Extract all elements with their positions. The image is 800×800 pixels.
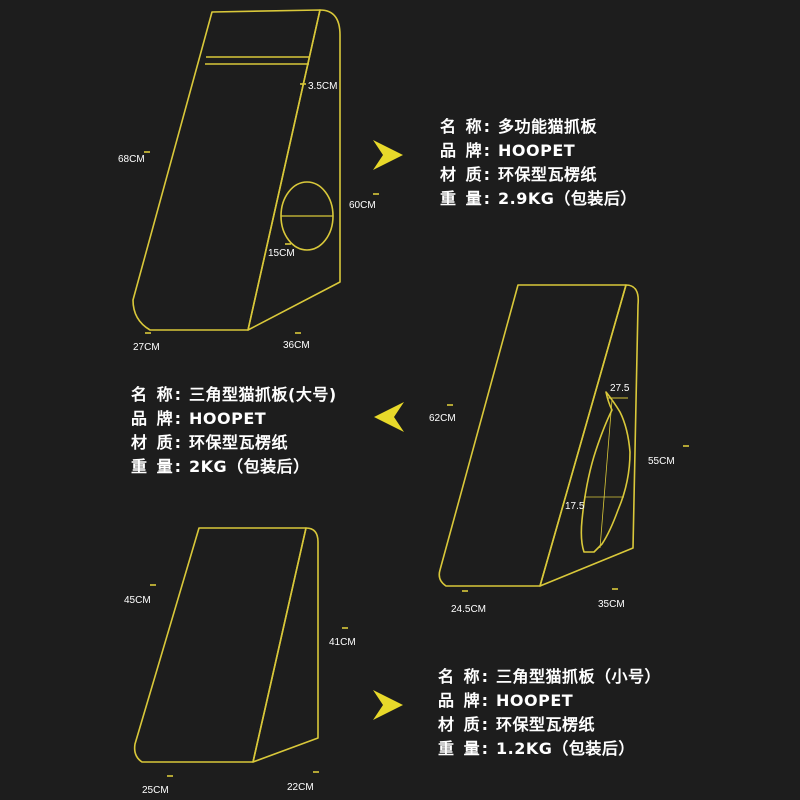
product2-height-left-label: 62CM [429, 413, 456, 424]
arrow-right-icon [373, 140, 403, 170]
product3-front-face [133, 527, 307, 763]
product1-height-left-label: 68CM [118, 154, 145, 165]
product2-dimension-ticks [447, 404, 689, 592]
spec-row-name: 名 称:三角型猫抓板（小号） [438, 667, 662, 686]
product1-top-band-label: 3.5CM [308, 81, 337, 92]
spec-row-weight: 重 量:2KG（包装后） [131, 457, 310, 476]
spec-row-brand: 品 牌:HOOPET [440, 141, 576, 160]
spec-row-material: 材 质:环保型瓦楞纸 [131, 433, 289, 452]
product1-height-right-label: 60CM [349, 200, 376, 211]
product2-fish-cutout [580, 391, 631, 553]
product1-hole-label: 15CM [268, 248, 295, 259]
product2-height-right-label: 55CM [648, 456, 675, 467]
product3-drawing [133, 527, 319, 763]
product3-depth-label: 25CM [142, 785, 169, 796]
product1-depth-label: 27CM [133, 342, 160, 353]
product2-side-face [539, 284, 640, 587]
product2-fish-top-label: 27.5 [610, 383, 630, 394]
product1-side-face [247, 9, 341, 331]
product1-specs: 名 称:多功能猫抓板 品 牌:HOOPET 材 质:环保型瓦楞纸 重 量:2.9… [440, 115, 637, 211]
spec-row-material: 材 质:环保型瓦楞纸 [440, 165, 598, 184]
product1-dimension-ticks [144, 83, 379, 334]
product3-height-left-label: 45CM [124, 595, 151, 606]
product1-front-face [132, 9, 321, 331]
product1-base-label: 36CM [283, 340, 310, 351]
spec-row-material: 材 质:环保型瓦楞纸 [438, 715, 596, 734]
arrow-left-icon [374, 402, 404, 432]
product1-drawing [132, 9, 341, 331]
product3-base-label: 22CM [287, 782, 314, 793]
product3-side-face [252, 527, 319, 763]
spec-row-name: 名 称:三角型猫抓板(大号) [131, 385, 337, 404]
spec-row-weight: 重 量:1.2KG（包装后） [438, 739, 635, 758]
product2-specs: 名 称:三角型猫抓板(大号) 品 牌:HOOPET 材 质:环保型瓦楞纸 重 量… [131, 383, 337, 479]
product3-dimension-ticks [150, 584, 348, 777]
product3-height-right-label: 41CM [329, 637, 356, 648]
product3-specs: 名 称:三角型猫抓板（小号） 品 牌:HOOPET 材 质:环保型瓦楞纸 重 量… [438, 665, 661, 761]
spec-row-name: 名 称:多功能猫抓板 [440, 117, 598, 136]
product2-drawing [438, 284, 640, 587]
spec-row-weight: 重 量:2.9KG（包装后） [440, 189, 637, 208]
spec-row-brand: 品 牌:HOOPET [131, 409, 267, 428]
product2-front-face [438, 284, 627, 587]
product2-fish-axis [599, 399, 613, 549]
product2-base-label: 35CM [598, 599, 625, 610]
product2-fish-bottom-label: 17.5 [565, 501, 585, 512]
spec-row-brand: 品 牌:HOOPET [438, 691, 574, 710]
arrow-right-icon [373, 690, 403, 720]
product2-depth-label: 24.5CM [451, 604, 486, 615]
